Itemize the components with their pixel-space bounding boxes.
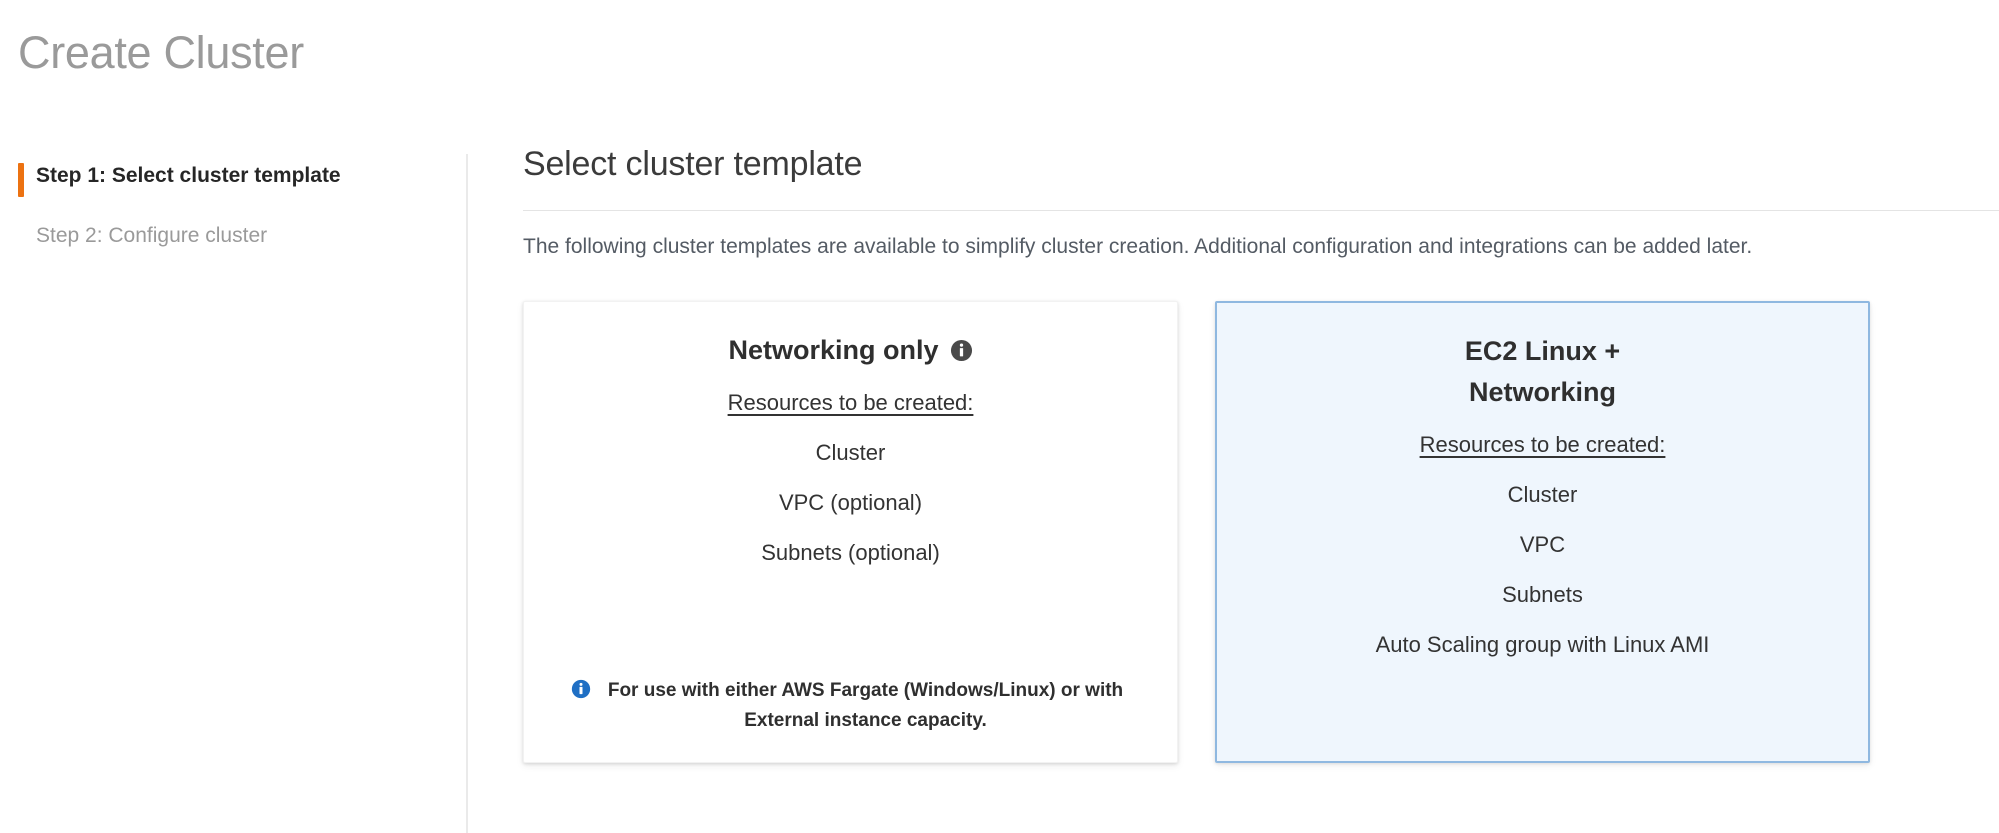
card-resource-list-networking-only: Cluster VPC (optional) Subnets (optional… (550, 417, 1151, 567)
card-resources-subtitle: Resources to be created: (1419, 431, 1666, 457)
wizard-step-1-select-cluster-template[interactable]: Step 1: Select cluster template (0, 154, 468, 198)
resource-list-item: Cluster (1507, 481, 1578, 507)
info-icon[interactable] (950, 339, 973, 362)
create-cluster-wizard: Step 1: Select cluster template Step 2: … (0, 140, 1999, 833)
resource-list-item: Cluster (815, 439, 886, 465)
resource-list-item: VPC (1519, 531, 1566, 557)
wizard-steps-sidebar: Step 1: Select cluster template Step 2: … (0, 140, 468, 833)
resource-list-item: Subnets (optional) (761, 539, 940, 565)
info-icon (571, 679, 591, 699)
wizard-step-1-label: Step 1: Select cluster template (36, 164, 341, 187)
cluster-template-card-ec2-linux-networking[interactable]: EC2 Linux + Networking Resources to be c… (1215, 300, 1870, 763)
page-title: Create Cluster (18, 27, 304, 78)
sidebar-divider (466, 154, 468, 833)
cluster-template-card-networking-only[interactable]: Networking only Resources to be created:… (523, 300, 1178, 763)
card-title-text: Networking only (728, 334, 939, 365)
resource-list-item: VPC (optional) (778, 489, 923, 515)
card-note-text: For use with either AWS Fargate (Windows… (607, 679, 1124, 731)
wizard-content-panel: Select cluster template The following cl… (468, 140, 1999, 833)
heading-divider (523, 209, 1999, 211)
section-description: The following cluster templates are avai… (523, 234, 1753, 258)
cluster-template-cards: Networking only Resources to be created:… (523, 300, 1999, 763)
wizard-step-2-label: Step 2: Configure cluster (36, 224, 268, 247)
resource-list-item: Auto Scaling group with Linux AMI (1375, 631, 1710, 657)
active-step-marker (18, 163, 24, 197)
card-title-ec2-linux-networking: EC2 Linux + Networking (1465, 331, 1620, 413)
wizard-step-2-configure-cluster[interactable]: Step 2: Configure cluster (0, 214, 468, 258)
card-title-networking-only: Networking only (728, 330, 972, 371)
card-resource-list-ec2-linux-networking: Cluster VPC Subnets Auto Scaling group w… (1243, 459, 1842, 659)
card-note-networking-only: For use with either AWS Fargate (Windows… (571, 676, 1131, 736)
section-heading: Select cluster template (523, 145, 863, 183)
resource-list-item: Subnets (1502, 581, 1583, 607)
card-resources-subtitle: Resources to be created: (727, 389, 974, 415)
card-title-text: EC2 Linux + Networking (1464, 335, 1621, 407)
